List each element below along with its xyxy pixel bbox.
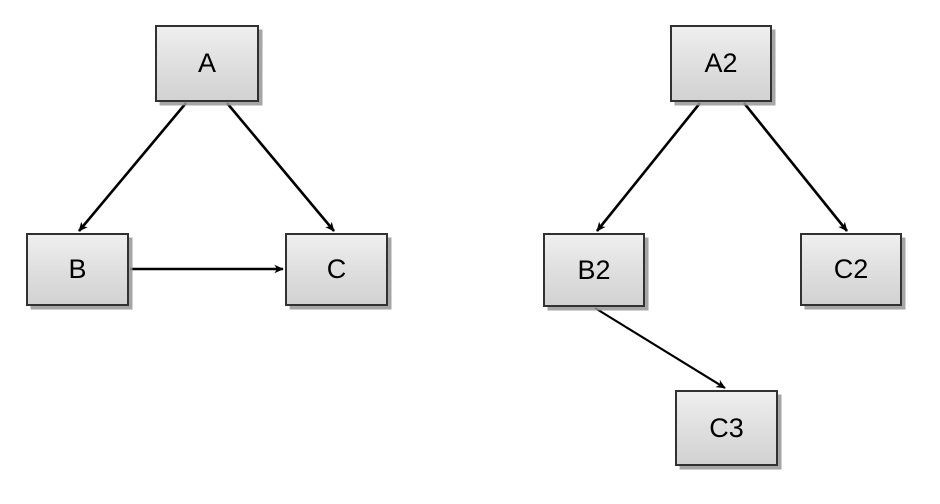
edge-a-to-b [78,102,187,232]
edge-b2-to-c3 [594,307,726,389]
node-a2[interactable]: A2 [670,25,772,102]
node-b[interactable]: B [26,233,129,306]
edges-group [78,102,849,389]
node-label-c2: C2 [833,254,869,284]
edge-a-to-c [226,102,335,232]
node-label-b: B [68,254,87,284]
node-label-c: C [326,254,347,284]
edge-a2-to-b2 [595,102,702,232]
node-label-c3: C3 [709,412,744,443]
node-label-a: A [197,48,216,78]
node-label-b2: B2 [577,254,611,285]
node-b2[interactable]: B2 [543,233,645,307]
node-c[interactable]: C [285,233,388,306]
node-c2[interactable]: C2 [800,233,902,306]
node-label-a2: A2 [704,48,738,78]
edge-a2-to-c2 [742,102,849,232]
node-c3[interactable]: C3 [675,390,778,466]
node-a[interactable]: A [155,25,259,102]
